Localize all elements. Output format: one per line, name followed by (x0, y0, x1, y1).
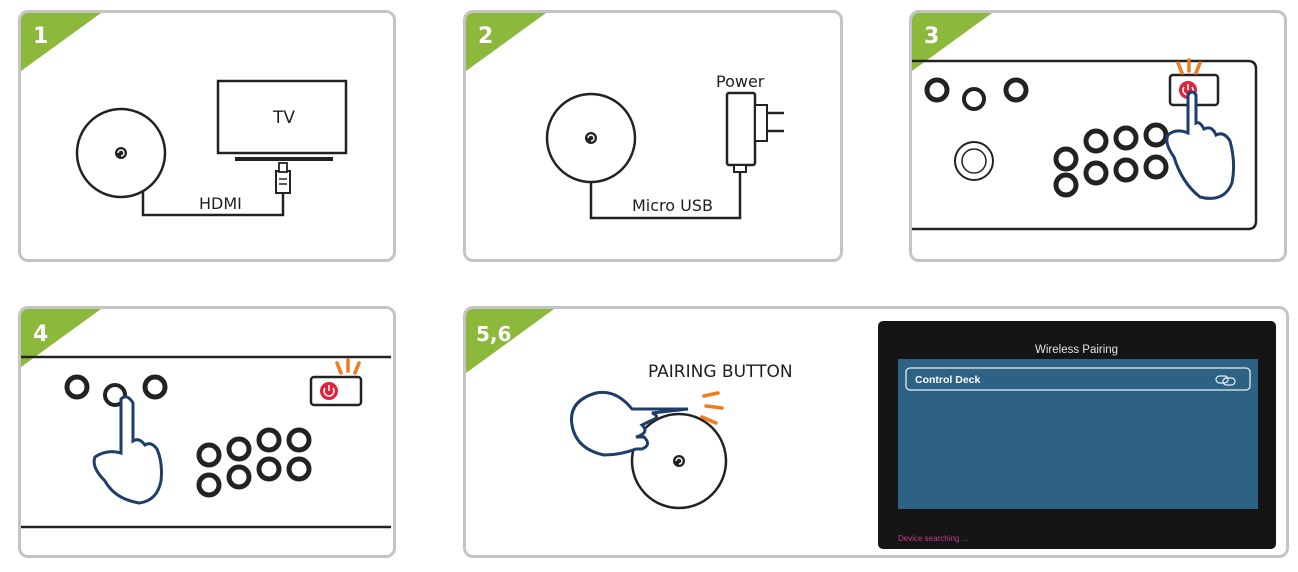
link-icon (1215, 375, 1236, 386)
step-badge (466, 13, 546, 71)
micro-usb-label: Micro USB (632, 196, 713, 215)
step-2-panel: 2 Micro USB Power (463, 10, 843, 262)
flash-marks (1176, 58, 1202, 75)
step-4-illustration: 4 (21, 309, 391, 529)
pairing-list-panel (898, 359, 1258, 509)
swirl-logo-icon (962, 87, 986, 111)
step-badge (21, 13, 101, 71)
step-3-panel: 3 (909, 10, 1287, 262)
flash-marks (700, 391, 724, 425)
step-5-6-illustration: 5,6 PAIRING BUTTON Wireless Pairing Cont… (466, 309, 1276, 549)
micro-usb-cable (589, 171, 742, 220)
step-badge (21, 309, 101, 367)
step-number: 5,6 (476, 322, 511, 346)
step-badge (912, 13, 992, 71)
pointing-hand-icon (92, 395, 163, 505)
step-number: 2 (478, 24, 493, 49)
step-4-panel: 4 (18, 306, 396, 558)
step-badge (466, 309, 554, 373)
step-2-illustration: 2 Micro USB Power (466, 13, 784, 220)
power-adapter-icon (725, 91, 784, 173)
top-buttons (64, 374, 168, 407)
step-1-panel: 1 HDMI TV (18, 10, 396, 262)
tv-icon (216, 79, 348, 161)
pointing-finger-hand-icon (570, 390, 689, 457)
action-buttons (196, 427, 312, 498)
swirl-logo-icon (585, 132, 597, 144)
step-number: 4 (33, 322, 48, 347)
pairing-button-label: PAIRING BUTTON (648, 362, 793, 382)
step-1-illustration: 1 HDMI TV (21, 13, 348, 217)
hdmi-plug-icon (275, 162, 291, 194)
controller-outline (912, 59, 1258, 231)
hdmi-label: HDMI (199, 194, 242, 213)
swirl-logo-icon (115, 147, 127, 159)
flash-marks (335, 358, 361, 375)
tv-screen: Wireless Pairing Control Deck Device sea… (878, 321, 1276, 549)
swirl-logo-icon (673, 455, 685, 467)
screen-title: Wireless Pairing (1035, 344, 1118, 356)
device-name: Control Deck (915, 374, 981, 386)
tv-label: TV (272, 108, 295, 128)
step-number: 1 (33, 24, 48, 49)
power-label: Power (716, 72, 765, 91)
top-buttons (924, 77, 1029, 111)
device-row[interactable] (905, 367, 1251, 391)
action-buttons (1053, 122, 1169, 198)
step-5-6-panel: 5,6 PAIRING BUTTON Wireless Pairing Cont… (463, 306, 1289, 558)
device-searching-status: Device searching ... (898, 534, 968, 543)
controller-outline (21, 355, 391, 529)
step-3-illustration: 3 (912, 13, 1258, 231)
step-number: 3 (924, 24, 939, 49)
hdmi-cable (141, 191, 285, 217)
pointing-hand-icon (1165, 90, 1236, 200)
